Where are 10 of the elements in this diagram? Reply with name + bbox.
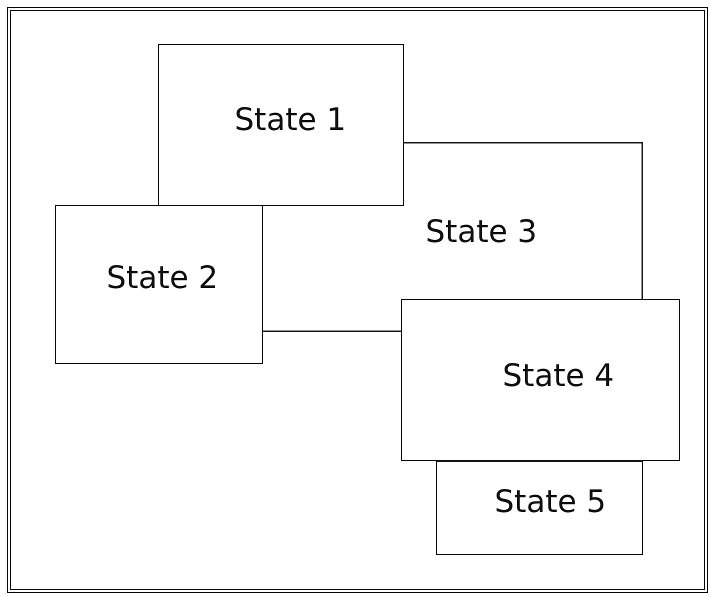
state-box [263,142,643,332]
state-box [55,205,263,364]
state-label: State 2 [106,260,218,296]
state-label: State 3 [426,214,538,250]
state-label: State 5 [494,484,606,520]
state-box [436,461,643,555]
state-box [401,299,680,461]
state-label: State 4 [502,358,614,394]
state-label: State 1 [234,102,346,138]
state-box [158,44,404,206]
